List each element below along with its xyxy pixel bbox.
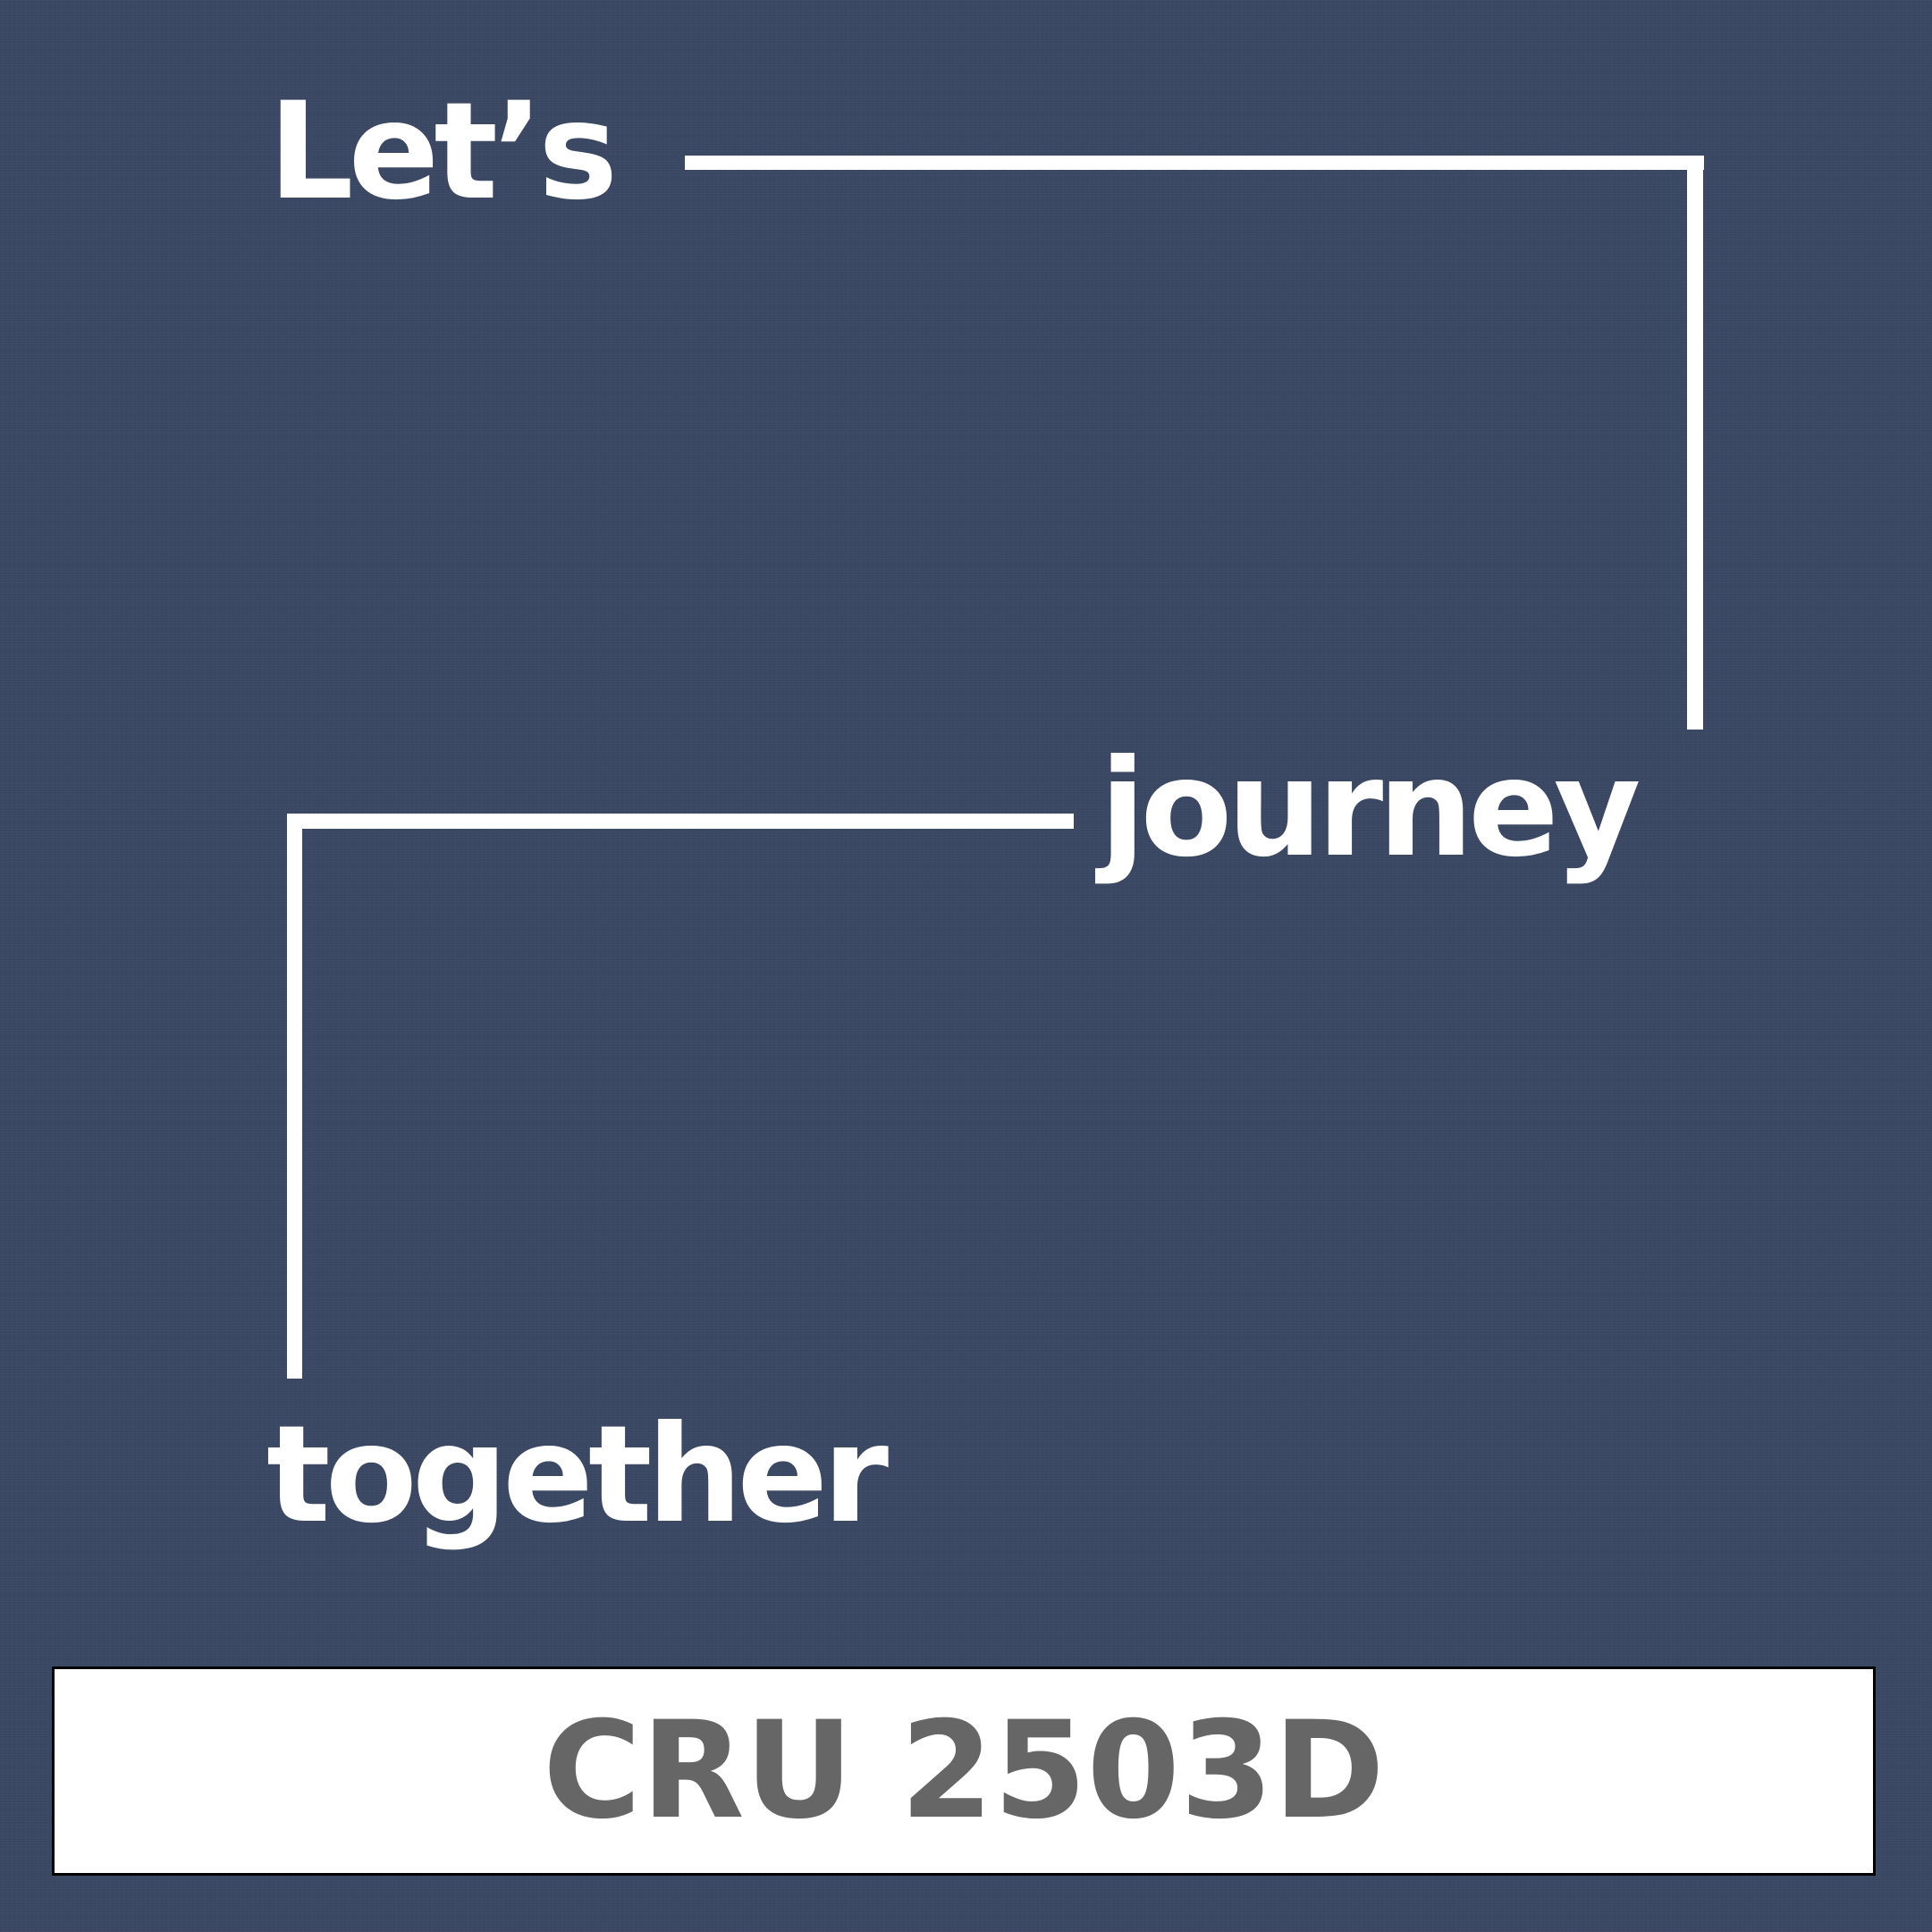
product-code-label: CRU 2503D [52, 1666, 1876, 1876]
word-together: together [266, 1397, 889, 1553]
connector-line-middle-horizontal [287, 814, 1074, 829]
word-journey: journey [1100, 731, 1641, 887]
word-lets: Let’s [268, 74, 618, 230]
connector-line-top-horizontal [685, 156, 1704, 170]
product-code-text: CRU 2503D [543, 1693, 1385, 1849]
connector-line-middle-vertical [287, 814, 302, 1379]
connector-line-top-vertical [1687, 156, 1703, 730]
